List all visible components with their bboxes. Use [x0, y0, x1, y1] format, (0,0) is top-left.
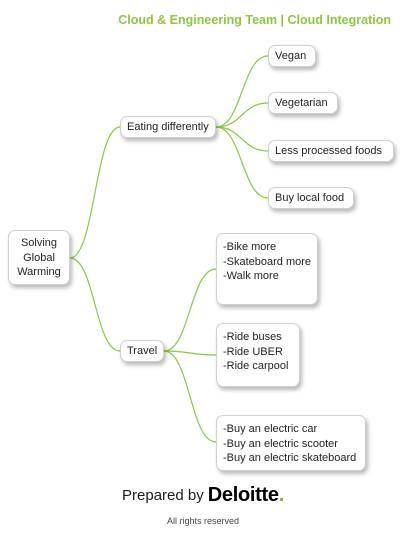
mindmap-leaf-buy-local-food: Buy local food [268, 187, 354, 209]
mindmap-leaf-bike-skate-walk: -Bike more -Skateboard more -Walk more [216, 233, 318, 305]
leaf-line: -Walk more [223, 270, 279, 282]
leaf-line: -Ride carpool [223, 360, 289, 372]
root-line: Warming [17, 266, 61, 278]
connector-eating-processed [215, 126, 269, 152]
mindmap-leaf-vegetarian: Vegetarian [268, 92, 338, 114]
leaf-line: -Ride buses [223, 331, 282, 343]
mindmap-leaf-vegan: Vegan [268, 45, 316, 67]
page-header-title: Cloud & Engineering Team | Cloud Integra… [118, 13, 391, 27]
connector-root-travel [69, 257, 121, 352]
connector-travel-electric [163, 350, 217, 443]
mindmap-branch-eating-differently: Eating differently [120, 116, 216, 138]
logo-text: Deloitte [207, 484, 279, 506]
mindmap-leaf-electric-vehicles: -Buy an electric car -Buy an electric sc… [216, 415, 366, 471]
root-line: Global [23, 251, 55, 264]
connector-root-eating [69, 126, 121, 259]
branch-label: Travel [127, 345, 158, 357]
rights-reserved-text: All rights reserved [166, 516, 240, 526]
leaf-line: Vegetarian [275, 97, 328, 109]
logo-dot: . [278, 484, 285, 506]
leaf-line: -Buy an electric car [223, 423, 318, 435]
connector-travel-buses [163, 350, 217, 356]
leaf-line: -Ride UBER [223, 345, 283, 358]
leaf-line: Buy local food [275, 192, 345, 204]
leaf-line: -Buy an electric scooter [223, 437, 338, 450]
mindmap-branch-travel: Travel [120, 340, 164, 362]
branch-label: Eating differently [127, 121, 209, 133]
connector-eating-local [215, 126, 269, 199]
root-line: Solving [20, 237, 58, 249]
mindmap-leaf-less-processed-foods: Less processed foods [268, 140, 394, 162]
connector-eating-vegan [215, 55, 269, 128]
connector-eating-vegetarian [215, 102, 269, 128]
connector-travel-bike [163, 268, 217, 352]
leaf-line: Less processed foods [275, 145, 383, 157]
leaf-line: -Bike more [223, 241, 277, 253]
prepared-by-text: Prepared by [122, 487, 204, 504]
leaf-line: -Buy an electric skateboard [223, 452, 357, 464]
mindmap-leaf-buses-uber-carpool: -Ride buses -Ride UBER -Ride carpool [216, 323, 300, 387]
leaf-line: -Skateboard more [223, 255, 312, 268]
mindmap-root-node: Solving Global Warming [8, 230, 70, 285]
deloitte-logo: Deloitte. [207, 484, 285, 506]
leaf-line: Vegan [275, 50, 307, 62]
